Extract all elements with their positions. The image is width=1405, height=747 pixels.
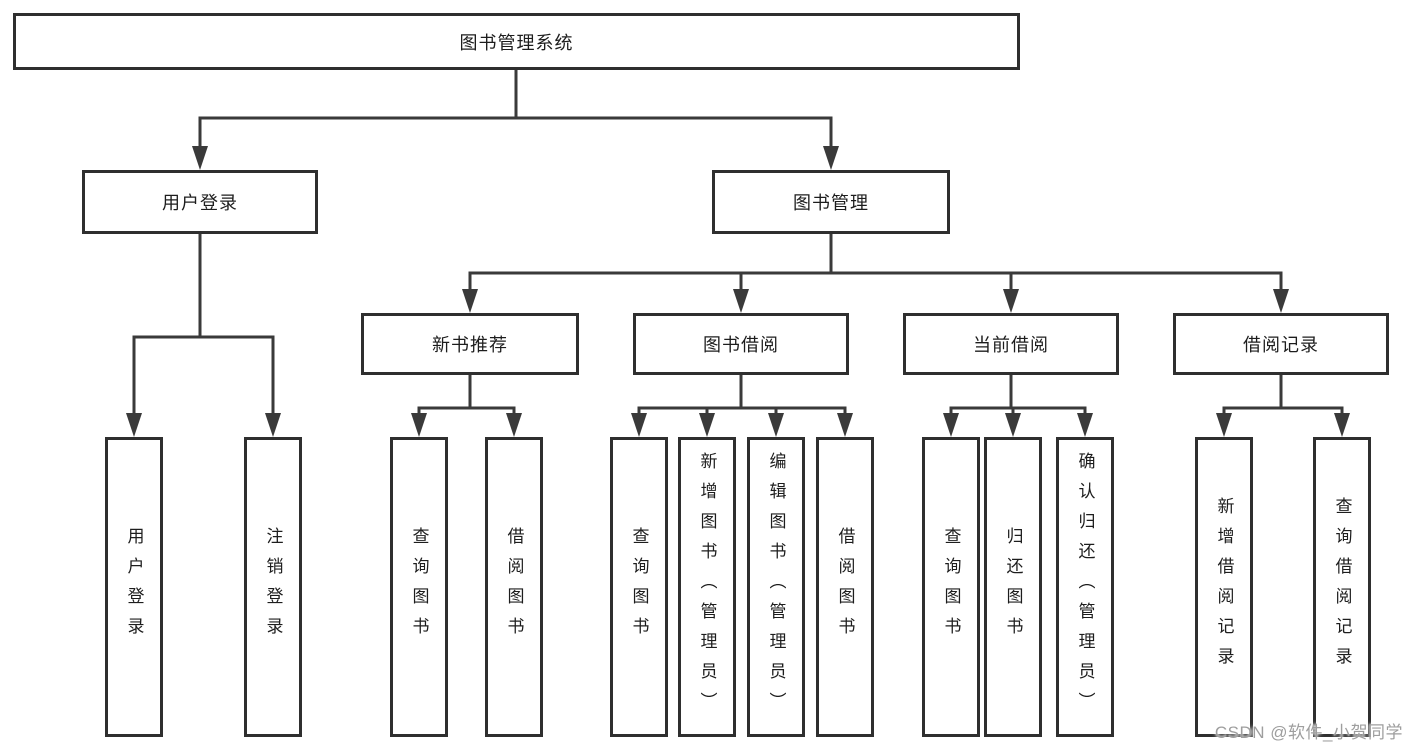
node-label: 注销登录 bbox=[263, 527, 283, 647]
node-label: 图书管理系统 bbox=[459, 32, 574, 53]
leaf-confirm-return-admin: 确认归还（管理员） bbox=[1056, 437, 1114, 737]
node-book-management: 图书管理 bbox=[712, 170, 950, 234]
node-label: 当前借阅 bbox=[973, 335, 1049, 355]
leaf-query-books-borrow: 查询图书 bbox=[610, 437, 668, 737]
node-label: 借阅记录 bbox=[1243, 335, 1319, 355]
node-user-login: 用户登录 bbox=[82, 170, 318, 234]
node-borrow-records: 借阅记录 bbox=[1173, 313, 1389, 375]
node-label: 归还图书 bbox=[1003, 527, 1023, 647]
leaf-borrow-books-recommend: 借阅图书 bbox=[485, 437, 543, 737]
node-label: 查询图书 bbox=[629, 527, 649, 647]
leaf-user-login: 用户登录 bbox=[105, 437, 163, 737]
leaf-query-books-current: 查询图书 bbox=[922, 437, 980, 737]
node-current-borrow: 当前借阅 bbox=[903, 313, 1119, 375]
node-book-borrow: 图书借阅 bbox=[633, 313, 849, 375]
node-label: 编辑图书（管理员） bbox=[766, 452, 786, 722]
node-label: 用户登录 bbox=[124, 527, 144, 647]
leaf-query-borrow-record: 查询借阅记录 bbox=[1313, 437, 1371, 737]
node-label: 新增借阅记录 bbox=[1214, 497, 1234, 677]
leaf-logout-login: 注销登录 bbox=[244, 437, 302, 737]
leaf-return-book: 归还图书 bbox=[984, 437, 1042, 737]
node-label: 用户登录 bbox=[162, 193, 238, 213]
node-label: 查询借阅记录 bbox=[1332, 497, 1352, 677]
node-new-book-recommend: 新书推荐 bbox=[361, 313, 579, 375]
node-system-root: 图书管理系统 bbox=[13, 13, 1020, 70]
leaf-borrow-books-action: 借阅图书 bbox=[816, 437, 874, 737]
leaf-edit-book-admin: 编辑图书（管理员） bbox=[747, 437, 805, 737]
node-label: 图书借阅 bbox=[703, 335, 779, 355]
node-label: 借阅图书 bbox=[835, 527, 855, 647]
csdn-watermark: CSDN @软件_小贺同学 bbox=[1214, 723, 1403, 742]
node-label: 查询图书 bbox=[409, 527, 429, 647]
node-label: 图书管理 bbox=[793, 193, 869, 213]
leaf-add-book-admin: 新增图书（管理员） bbox=[678, 437, 736, 737]
leaf-add-borrow-record: 新增借阅记录 bbox=[1195, 437, 1253, 737]
node-label: 查询图书 bbox=[941, 527, 961, 647]
node-label: 确认归还（管理员） bbox=[1075, 452, 1095, 722]
leaf-query-books-recommend: 查询图书 bbox=[390, 437, 448, 737]
node-label: 新增图书（管理员） bbox=[697, 452, 717, 722]
node-label: 借阅图书 bbox=[504, 527, 524, 647]
node-label: 新书推荐 bbox=[432, 335, 508, 355]
